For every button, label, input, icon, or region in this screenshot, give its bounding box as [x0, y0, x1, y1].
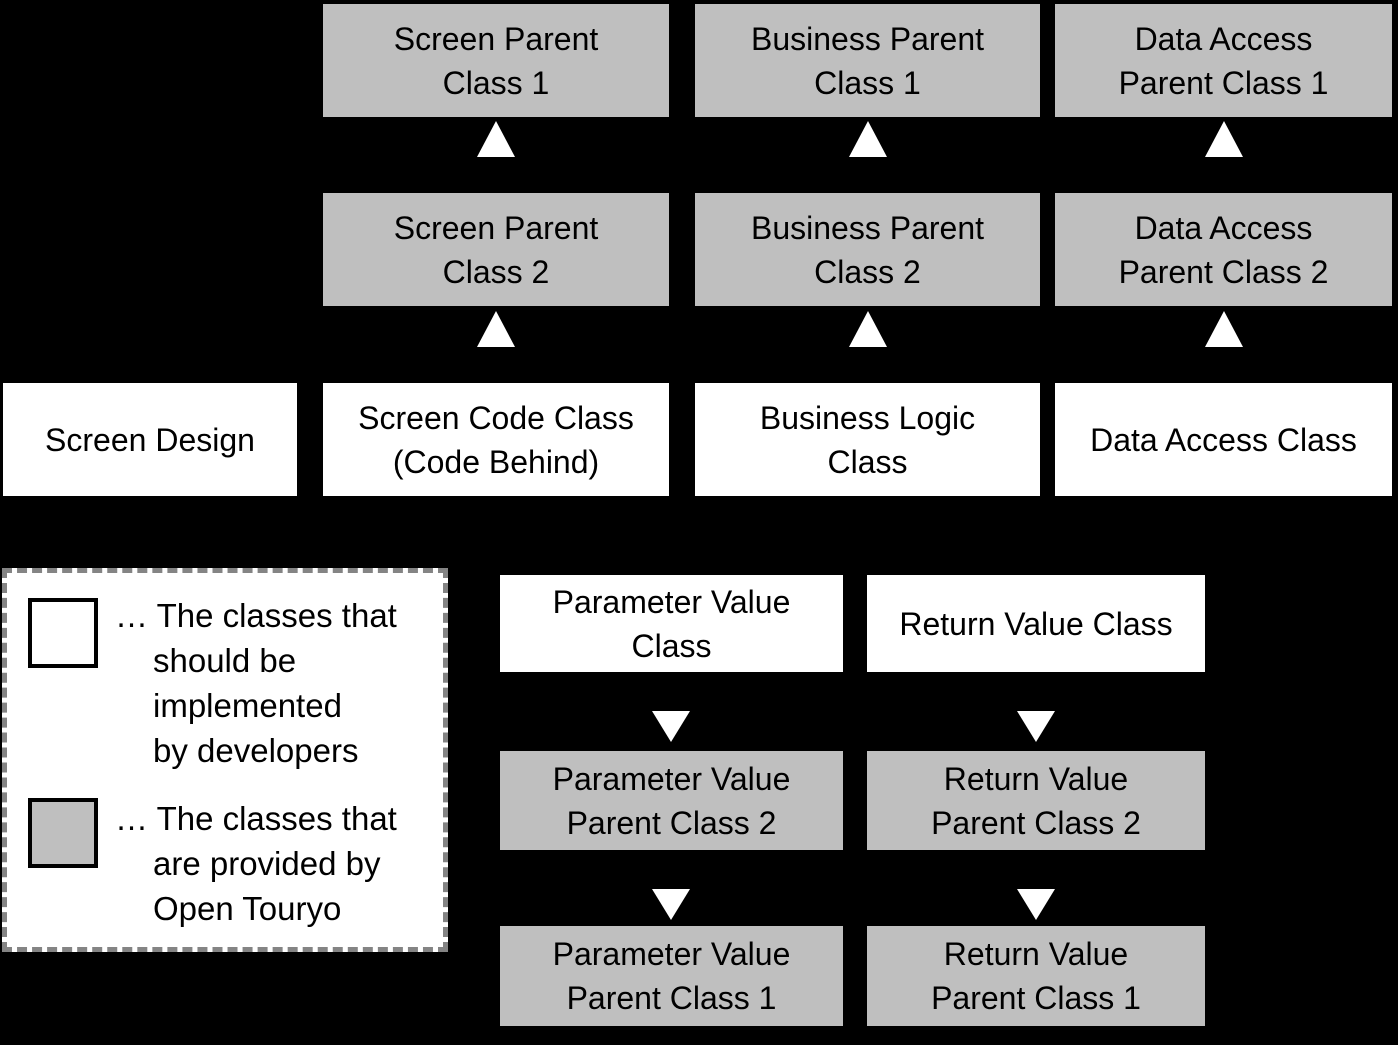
- up-arrow-icon: [849, 311, 887, 347]
- box-business-parent-class-1: Business Parent Class 1: [695, 4, 1040, 117]
- box-parameter-value-class: Parameter Value Class: [500, 575, 843, 672]
- box-data-access-parent-class-2: Data Access Parent Class 2: [1055, 193, 1392, 306]
- box-screen-design: Screen Design: [3, 383, 297, 496]
- down-arrow-icon: [652, 889, 690, 920]
- box-business-parent-class-2: Business Parent Class 2: [695, 193, 1040, 306]
- down-arrow-icon: [1017, 889, 1055, 920]
- up-arrow-icon: [477, 311, 515, 347]
- box-parameter-value-parent-class-1: Parameter Value Parent Class 1: [500, 926, 843, 1026]
- up-arrow-icon: [1205, 121, 1243, 157]
- legend-implemented-label: … The classes that should be implemented…: [115, 597, 397, 769]
- box-data-access-parent-class-1: Data Access Parent Class 1: [1055, 4, 1392, 117]
- box-screen-code-class: Screen Code Class (Code Behind): [323, 383, 669, 496]
- implemented-class-swatch: [28, 598, 98, 668]
- provided-class-swatch: [28, 798, 98, 868]
- down-arrow-icon: [652, 711, 690, 742]
- legend: … The classes that should be implemented…: [2, 568, 448, 952]
- up-arrow-icon: [849, 121, 887, 157]
- up-arrow-icon: [477, 121, 515, 157]
- box-screen-parent-class-1: Screen Parent Class 1: [323, 4, 669, 117]
- box-screen-parent-class-2: Screen Parent Class 2: [323, 193, 669, 306]
- box-return-value-class: Return Value Class: [867, 575, 1205, 672]
- box-parameter-value-parent-class-2: Parameter Value Parent Class 2: [500, 751, 843, 850]
- down-arrow-icon: [1017, 711, 1055, 742]
- box-return-value-parent-class-2: Return Value Parent Class 2: [867, 751, 1205, 850]
- box-business-logic-class: Business Logic Class: [695, 383, 1040, 496]
- legend-provided-label: … The classes that are provided by Open …: [115, 800, 397, 927]
- box-data-access-class: Data Access Class: [1055, 383, 1392, 496]
- box-return-value-parent-class-1: Return Value Parent Class 1: [867, 926, 1205, 1026]
- up-arrow-icon: [1205, 311, 1243, 347]
